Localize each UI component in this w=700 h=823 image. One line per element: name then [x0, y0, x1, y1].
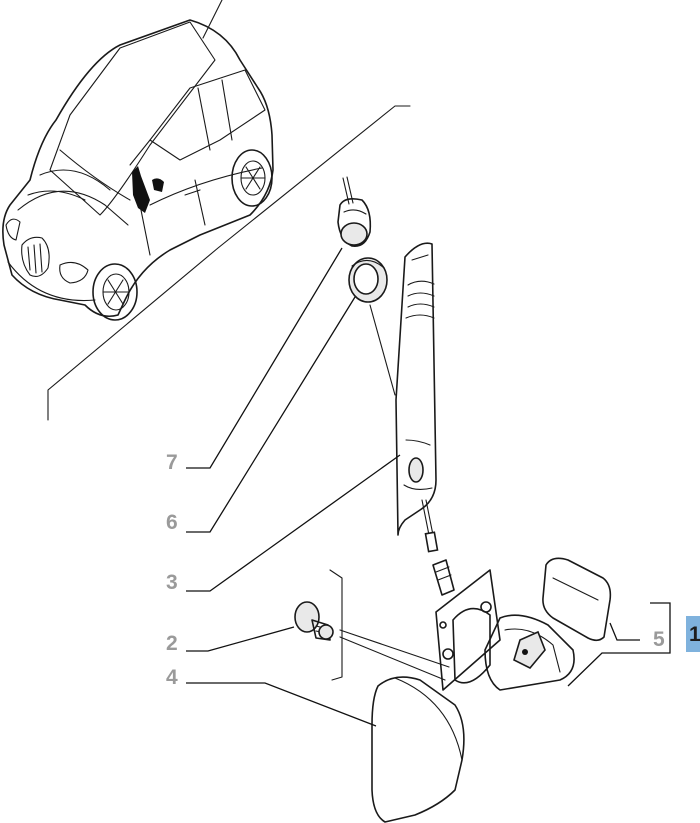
part-6-grommet — [348, 257, 388, 303]
part-5-mirror-glass — [542, 557, 612, 642]
callout-3: 3 — [166, 571, 178, 594]
car-illustration — [2, 0, 274, 321]
part-3-pillar-trim — [395, 242, 437, 536]
callout-1-highlighted[interactable]: 1 — [686, 616, 700, 652]
callout-1-label: 1 — [689, 623, 700, 646]
callout-6: 6 — [166, 511, 178, 534]
section-frame-line — [47, 105, 411, 421]
part-7-grommet-cable — [337, 176, 372, 248]
part-2-screw — [294, 601, 334, 641]
leader-lines — [186, 247, 671, 727]
part-4-mirror-cover — [371, 676, 465, 823]
callout-4: 4 — [166, 666, 178, 689]
callout-7: 7 — [166, 451, 178, 474]
callout-5: 5 — [653, 628, 665, 651]
mirror-base-assembly — [421, 499, 575, 691]
callout-2: 2 — [166, 632, 178, 655]
